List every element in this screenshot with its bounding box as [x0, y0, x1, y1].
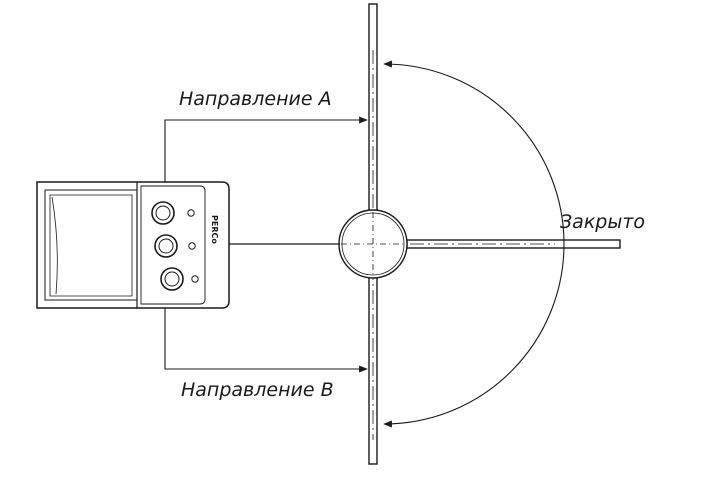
svg-text:PERCo: PERCo — [210, 215, 219, 244]
turnstile-hub — [338, 209, 408, 279]
rotation-arc — [383, 60, 565, 428]
indicator-direction-a — [187, 209, 195, 217]
label-direction-b: Направление В — [181, 379, 334, 401]
direction-a-leader — [164, 116, 368, 193]
button-direction-a — [151, 201, 175, 225]
brand-logo: PERCo — [210, 215, 219, 244]
label-direction-a: Направление А — [179, 88, 332, 110]
direction-b-leader — [164, 283, 368, 373]
indicator-direction-b — [191, 275, 199, 283]
button-direction-b — [160, 267, 184, 291]
label-closed: Закрыто — [560, 211, 645, 233]
button-stop — [154, 234, 178, 258]
indicator-stop — [188, 242, 196, 250]
control-panel: PERCo — [36, 181, 230, 309]
